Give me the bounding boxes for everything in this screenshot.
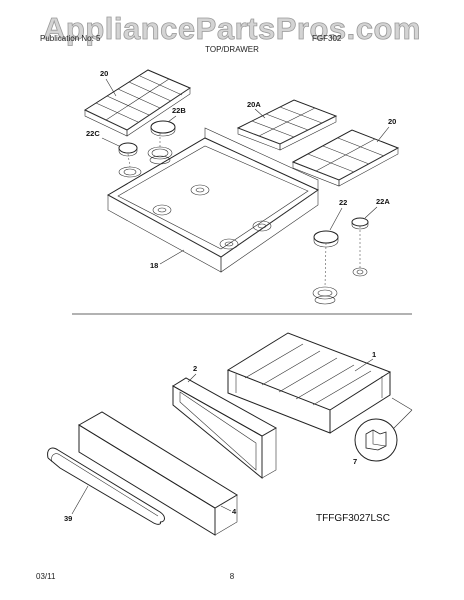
part-label-2: 2 (193, 364, 197, 373)
footer-page-number: 8 (230, 572, 235, 581)
footer-date: 03/11 (36, 572, 56, 581)
model-code: TFFGF3027LSC (316, 513, 390, 524)
part-label-22: 22 (339, 198, 347, 207)
part-label-22c: 22C (86, 129, 100, 138)
part-label-20a: 20A (247, 100, 261, 109)
publication-label: Publication No: 5 (40, 34, 101, 43)
section-title: TOP/DRAWER (205, 45, 259, 54)
model-header: FGF302 (312, 34, 342, 43)
part-label-4: 4 (232, 507, 237, 516)
part-label-1: 1 (372, 350, 376, 359)
part-label-20-left: 20 (100, 69, 108, 78)
part-label-22b: 22B (172, 106, 186, 115)
burner-cap-22b (150, 120, 176, 134)
watermark: AppliancePartsPros.com (43, 11, 421, 46)
part-label-18: 18 (150, 261, 158, 270)
grate-left (83, 69, 192, 137)
burner-cap-22c (118, 142, 138, 154)
burner-cap-22a (351, 217, 369, 227)
part-label-7: 7 (353, 457, 357, 466)
drawer-panel (172, 377, 278, 480)
drawer-handle (47, 447, 165, 525)
burner-cap-22 (313, 230, 339, 244)
part-label-20-right: 20 (388, 117, 396, 126)
drawer-front (78, 411, 238, 536)
drawer-body (226, 332, 392, 434)
cooktop (106, 127, 320, 273)
grate-middle (236, 99, 338, 151)
burner-head-right (312, 267, 368, 305)
grate-right (291, 129, 400, 187)
part-label-39: 39 (64, 514, 72, 523)
part-label-22a: 22A (376, 197, 390, 206)
